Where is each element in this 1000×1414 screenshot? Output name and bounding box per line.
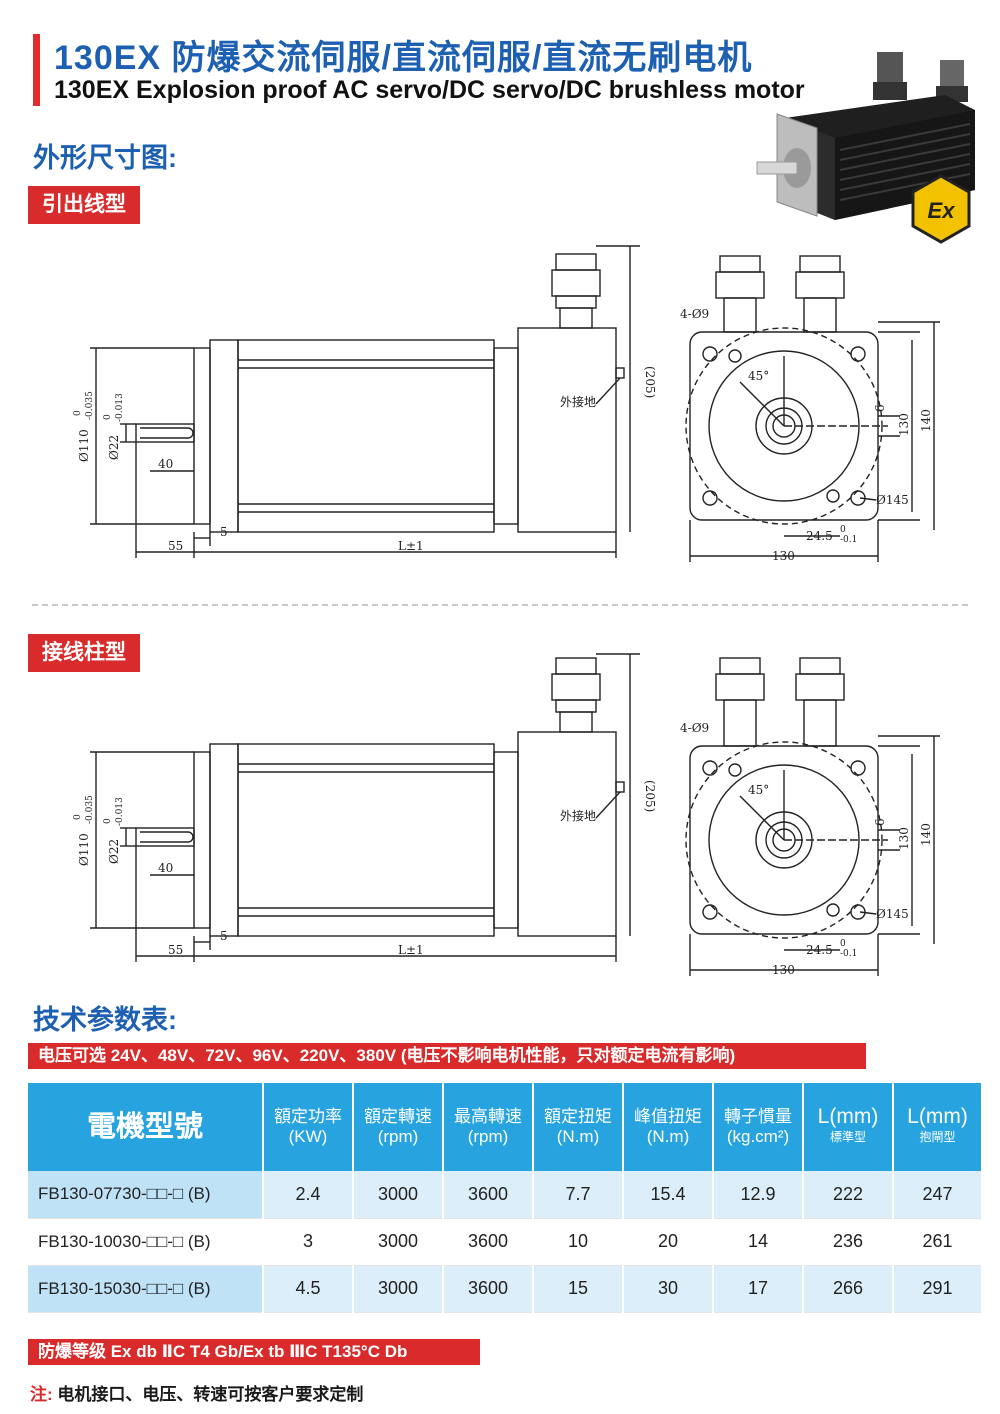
flange-circle — [708, 350, 860, 502]
header-model: 電機型號 — [28, 1083, 264, 1171]
label-55: 55 — [168, 539, 183, 553]
header-peak-torque: 峰值扭矩(N.m) — [623, 1083, 714, 1171]
table-row: FB130-10030-□□-□ (B) 3 3000 3600 10 20 1… — [28, 1218, 983, 1265]
svg-text:130: 130 — [772, 963, 795, 977]
label-key6: 6 — [873, 404, 887, 412]
svg-text:(205): (205) — [643, 780, 657, 812]
ex-logo-icon — [911, 174, 971, 244]
label-5: 5 — [220, 525, 228, 539]
svg-text:-0.013: -0.013 — [115, 797, 125, 826]
svg-text:L±1: L±1 — [398, 943, 424, 957]
svg-text:140: 140 — [919, 823, 933, 846]
label-angle: 45° — [748, 369, 769, 383]
svg-text:0: 0 — [73, 814, 83, 820]
dimension-drawing-lead-wire: Ø110 0 -0.035 Ø22 0 -0.013 40 55 5 L±1 (… — [73, 245, 940, 563]
footer-note: 注: 电机接口、电压、转速可按客户要求定制 — [30, 1380, 363, 1405]
label-pcd145: Ø145 — [876, 493, 909, 507]
label-ground: 外接地 — [560, 394, 596, 409]
label-130h: 130 — [772, 549, 795, 563]
note-prefix: 注: — [30, 1385, 53, 1404]
svg-text:6: 6 — [873, 818, 887, 826]
header-inertia: 轉子慣量(kg.cm²) — [713, 1083, 804, 1171]
section-divider — [32, 604, 968, 606]
voltage-note-bar: 电压可选 24V、48V、72V、96V、220V、380V (电压不影响电机性… — [28, 1043, 866, 1069]
header-power: 額定功率(KW) — [263, 1083, 354, 1171]
svg-text:24.5: 24.5 — [806, 943, 833, 957]
connector-glands — [877, 52, 903, 86]
header-rated-speed: 額定轉速(rpm) — [353, 1083, 444, 1171]
tech-heading: 技术参数表: — [33, 1005, 177, 1035]
svg-text:-0.1: -0.1 — [840, 949, 857, 959]
svg-text:-0.035: -0.035 — [85, 391, 95, 420]
dimension-drawing-terminal: Ø110 0 -0.035 Ø22 0 -0.013 40 55 5 L±1 (… — [73, 653, 940, 977]
table-row: FB130-15030-□□-□ (B) 4.5 3000 3600 15 30… — [28, 1265, 983, 1312]
label-40: 40 — [158, 457, 173, 471]
ex-logo-text: Ex — [928, 198, 956, 223]
explosion-proof-grade: 防爆等级 Ex db ⅡC T4 Gb/Ex tb ⅢC T135°C Db — [28, 1339, 480, 1365]
svg-text:0: 0 — [73, 410, 83, 416]
variant-terminal-tag: 接线柱型 — [28, 634, 140, 672]
svg-text:Ø22: Ø22 — [107, 839, 121, 864]
shaft-outline — [135, 423, 195, 443]
spec-table: 電機型號 額定功率(KW) 額定轉速(rpm) 最高轉速(rpm) 額定扭矩(N… — [28, 1083, 983, 1313]
svg-text:45°: 45° — [748, 783, 769, 797]
svg-text:130: 130 — [897, 827, 911, 850]
label-205: (205) — [643, 366, 657, 398]
svg-text:外接地: 外接地 — [560, 808, 596, 823]
note-text: 电机接口、电压、转速可按客户要求定制 — [52, 1385, 364, 1404]
svg-text:0: 0 — [840, 939, 846, 949]
svg-text:Ø110: Ø110 — [77, 833, 91, 866]
header-length-std: L(mm)標準型 — [803, 1083, 894, 1171]
svg-text:0: 0 — [103, 414, 113, 420]
svg-text:4-Ø9: 4-Ø9 — [680, 721, 709, 735]
svg-text:Ø145: Ø145 — [876, 907, 909, 921]
label-L: L±1 — [398, 539, 424, 553]
page-title: 130EX 防爆交流伺服/直流伺服/直流无刷电机 — [54, 39, 753, 77]
header-rated-torque: 額定扭矩(N.m) — [533, 1083, 624, 1171]
label-130v: 130 — [897, 413, 911, 436]
svg-text:55: 55 — [168, 943, 183, 957]
motor-product-image: Ex — [756, 52, 975, 244]
title-accent-bar — [33, 34, 40, 106]
dimensions-heading: 外形尺寸图: — [33, 143, 177, 173]
svg-text:-0.1: -0.1 — [840, 535, 857, 545]
label-24-5: 24.5 — [806, 529, 833, 543]
table-header-row: 電機型號 額定功率(KW) 額定轉速(rpm) 最高轉速(rpm) 額定扭矩(N… — [28, 1083, 983, 1171]
svg-text:0: 0 — [103, 818, 113, 824]
label-d22: Ø22 — [107, 435, 121, 460]
table-row: FB130-07730-□□-□ (B) 2.4 3000 3600 7.7 1… — [28, 1171, 983, 1218]
svg-text:0: 0 — [840, 525, 846, 535]
svg-text:-0.013: -0.013 — [115, 393, 125, 422]
svg-text:5: 5 — [220, 929, 228, 943]
label-d110: Ø110 — [77, 429, 91, 462]
header-length-brake: L(mm)抱閘型 — [893, 1083, 983, 1171]
variant-lead-wire-tag: 引出线型 — [28, 186, 140, 224]
header-max-speed: 最高轉速(rpm) — [443, 1083, 534, 1171]
motor-body-outline — [237, 339, 495, 533]
svg-text:40: 40 — [158, 861, 173, 875]
svg-text:-0.035: -0.035 — [85, 795, 95, 824]
page-subtitle: 130EX Explosion proof AC servo/DC servo/… — [54, 76, 805, 104]
label-holes: 4-Ø9 — [680, 307, 709, 321]
label-140: 140 — [919, 409, 933, 432]
